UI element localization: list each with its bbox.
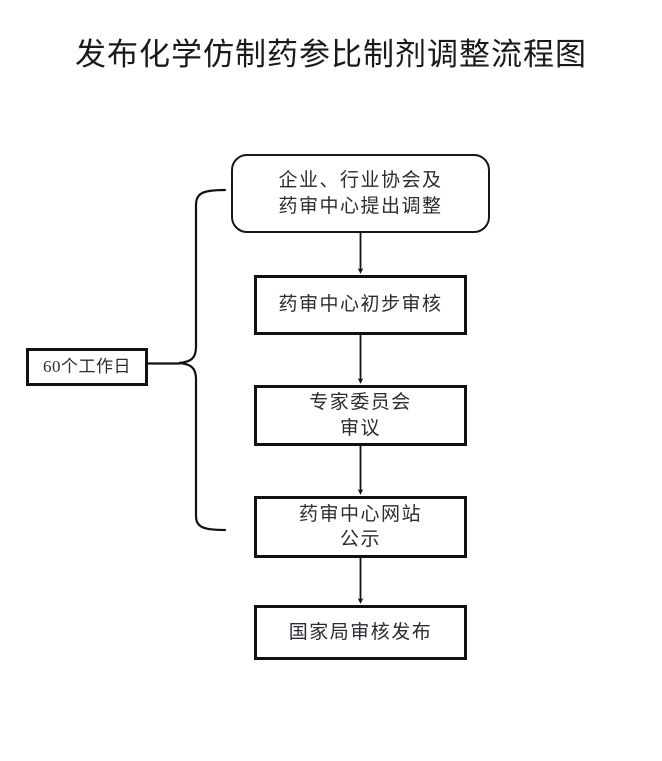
node-preliminary-review[interactable]: 药审中心初步审核 bbox=[254, 275, 467, 335]
node-expert-committee-line-2: 审议 bbox=[339, 417, 381, 439]
page-title: 发布化学仿制药参比制剂调整流程图 bbox=[75, 36, 587, 72]
duration-label-text: 60个工作日 bbox=[43, 356, 131, 376]
node-nmpa-release[interactable]: 国家局审核发布 bbox=[254, 605, 467, 660]
node-proposal-submission-line-2: 药审中心提出调整 bbox=[278, 195, 443, 217]
node-proposal-submission-line-1: 企业、行业协会及 bbox=[278, 170, 443, 192]
duration-label-box[interactable]: 60个工作日 bbox=[26, 348, 148, 386]
node-website-publicity-line-1: 药审中心网站 bbox=[298, 503, 422, 525]
node-preliminary-review-line-1: 药审中心初步审核 bbox=[278, 294, 443, 316]
node-website-publicity-line-2: 公示 bbox=[339, 529, 381, 550]
node-website-publicity[interactable]: 药审中心网站 公示 bbox=[254, 496, 467, 558]
node-proposal-submission[interactable]: 企业、行业协会及 药审中心提出调整 bbox=[231, 154, 490, 233]
node-expert-committee[interactable]: 专家委员会 审议 bbox=[254, 385, 467, 446]
duration-brace bbox=[178, 188, 227, 532]
node-nmpa-release-line-1: 国家局审核发布 bbox=[288, 621, 433, 643]
node-expert-committee-line-1: 专家委员会 bbox=[309, 392, 412, 414]
